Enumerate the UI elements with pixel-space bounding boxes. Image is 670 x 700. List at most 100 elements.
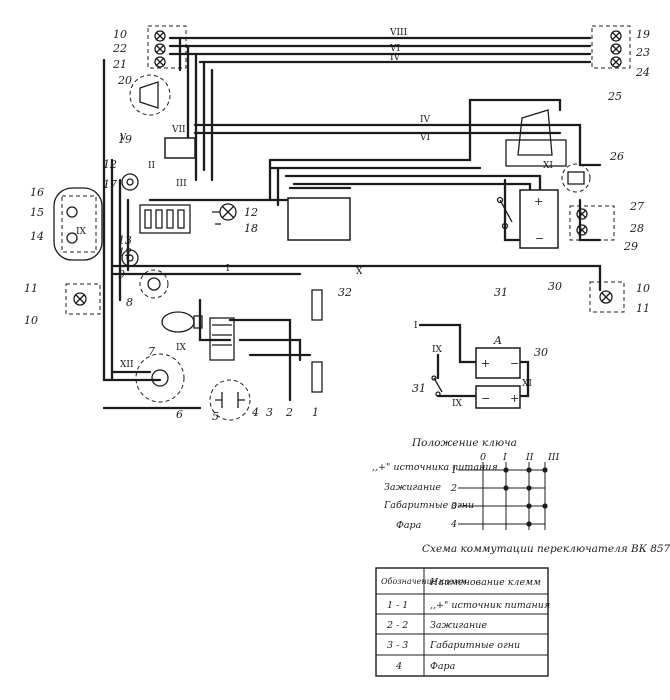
inset-mark-ix: IX (432, 345, 443, 355)
inset-mark-i: I (414, 321, 418, 331)
mark-xi: XI (543, 161, 553, 171)
horn-20 (129, 74, 171, 116)
top-right-lamp-group (591, 25, 631, 69)
coil-7 (161, 311, 203, 333)
mark-xii: XII (120, 360, 134, 370)
headlight-16 (53, 187, 103, 261)
key-row-3-label: Габаритные огни (383, 500, 474, 511)
switch-31 (496, 196, 513, 230)
label-10-top: 10 (113, 28, 127, 41)
right-indicator-lamps (589, 281, 625, 313)
component-labels: 10 22 21 20 19 12 17 16 15 14 13 12 9 8 … (24, 28, 650, 423)
flasher-26 (561, 163, 591, 193)
label-27: 27 (629, 200, 644, 213)
label-32: 32 (338, 286, 352, 299)
taillight-group-27 (569, 205, 615, 241)
switch-scheme-table: Схема коммутации переключателя ВК 857 Об… (375, 543, 670, 677)
key-position-title: Положение ключа (411, 437, 517, 449)
wire-marks: VIII VI IV IV VI X I V VII II III IX XII… (76, 28, 553, 370)
switch-header-code: Обозначение клемм (381, 577, 467, 586)
ignition-switch-6 (135, 353, 185, 403)
label-10-right: 10 (636, 282, 650, 295)
label-11-left: 11 (24, 282, 38, 295)
mark-ix: IX (76, 227, 87, 237)
label-28: 28 (629, 222, 644, 235)
inset-mark-ix-b: IX (452, 399, 463, 409)
capacitor-4 (209, 379, 251, 421)
inset-label-a: A (493, 334, 502, 347)
key-row-4-label: Фара (396, 520, 422, 531)
label-13: 13 (118, 234, 132, 247)
fuse-block-13 (139, 204, 191, 234)
label-11-right: 11 (636, 302, 650, 315)
label-12-right: 12 (244, 206, 258, 219)
label-24: 24 (635, 66, 650, 79)
label-9: 9 (118, 268, 125, 281)
switch-row-2-name: Зажигание (430, 620, 487, 631)
svg-text:−: − (535, 232, 544, 245)
mark-vi: VI (389, 44, 400, 54)
switch-row-4-name: Фара (430, 661, 456, 672)
inset-label-31: 31 (412, 382, 426, 395)
label-30: 30 (548, 280, 562, 293)
generator-25 (505, 109, 567, 167)
label-25: 25 (607, 90, 622, 103)
svg-text:−: − (510, 357, 519, 370)
key-col-3: III (547, 452, 560, 463)
mark-v: V (119, 133, 127, 143)
key-col-1: I (502, 452, 507, 463)
key-row-3-term: 3 (451, 501, 457, 512)
mark-x: X (356, 267, 363, 277)
svg-text:+: + (534, 195, 543, 208)
switch-header-name: Наименование клемм (429, 577, 541, 588)
mark-iv: IV (390, 53, 401, 63)
relay-19 (164, 137, 196, 159)
label-17: 17 (103, 178, 117, 191)
sound-signal-8 (139, 269, 169, 299)
key-col-0: 0 (480, 452, 486, 463)
label-22: 22 (112, 42, 127, 55)
label-31: 31 (494, 286, 508, 299)
label-21: 21 (112, 58, 127, 71)
mark-vii: VII (171, 125, 186, 135)
label-4: 4 (251, 406, 259, 419)
label-20: 20 (117, 74, 132, 87)
label-29: 29 (623, 240, 638, 253)
switch-row-4-code: 4 (395, 661, 402, 672)
mark-iv-b: IV (420, 115, 431, 125)
svg-text:+: + (481, 357, 490, 370)
label-12: 12 (103, 158, 117, 171)
switch-row-3-name: Габаритные огни (429, 640, 520, 651)
switch-row-1-code: 1 - 1 (387, 600, 408, 611)
label-15: 15 (30, 206, 44, 219)
mark-i: I (226, 264, 230, 274)
key-row-1-label: ,,+" источника питания (372, 462, 498, 473)
lamp-18 (212, 203, 237, 225)
inset-label-30: 30 (534, 346, 548, 359)
left-indicator-lamps (65, 283, 101, 315)
distributor-5 (209, 317, 235, 361)
top-left-lamp-group (147, 25, 187, 69)
label-6: 6 (176, 408, 183, 421)
switch-row-3-code: 3 - 3 (387, 640, 408, 651)
switch-9 (121, 249, 139, 267)
label-23: 23 (635, 46, 650, 59)
battery-inset: +− −+ A 30 31 I IX IX XI (412, 321, 548, 409)
label-26: 26 (609, 150, 624, 163)
key-row-1-term: 1 (451, 465, 457, 476)
svg-text:+: + (510, 392, 519, 405)
label-7: 7 (148, 345, 155, 358)
regulator-32 (287, 197, 351, 241)
label-19: 19 (118, 133, 132, 146)
mark-viii: VIII (389, 28, 408, 38)
switch-row-1-name: ,,+" источник питания (430, 600, 550, 611)
label-18: 18 (244, 222, 258, 235)
switch-scheme-title: Схема коммутации переключателя ВК 857 (422, 543, 670, 555)
label-10-left: 10 (24, 314, 38, 327)
label-19-right: 19 (636, 28, 650, 41)
switch-scheme-title-text: Схема коммутации переключателя ВК 857 (422, 543, 670, 555)
spark-plug-1 (311, 289, 323, 393)
key-col-2: II (525, 452, 534, 463)
label-8: 8 (126, 296, 133, 309)
